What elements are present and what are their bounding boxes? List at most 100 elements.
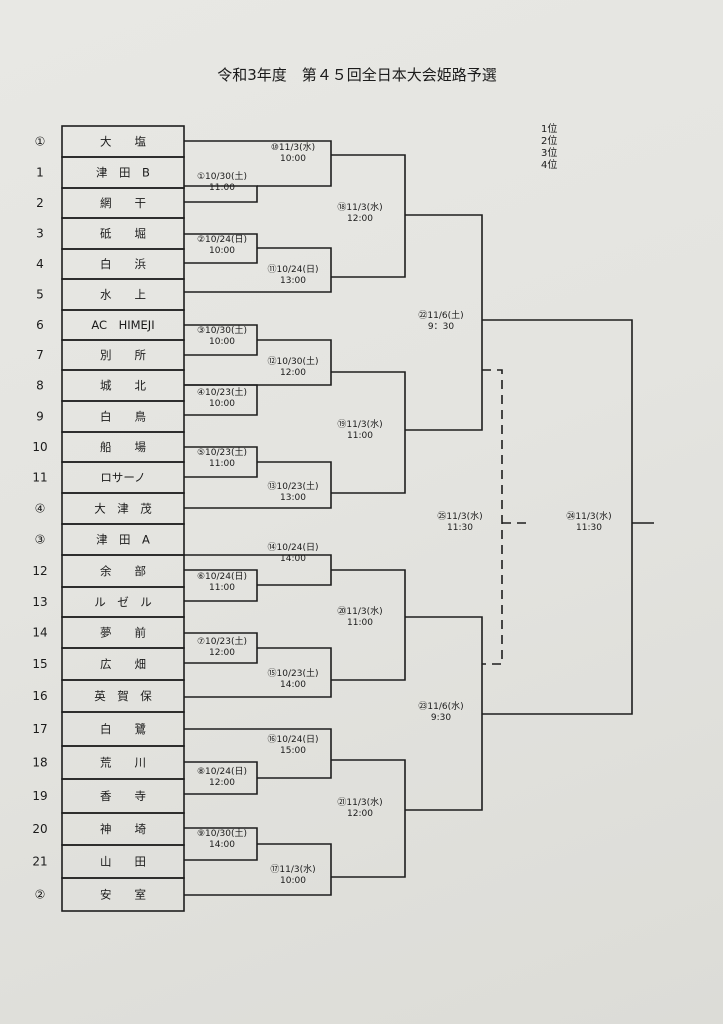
match-line-m24 — [482, 319, 633, 715]
team-seed: 20 — [32, 822, 47, 836]
team-seed: 9 — [36, 410, 44, 424]
team-name: 大 津 茂 — [94, 502, 152, 516]
team-name: 余 部 — [100, 564, 146, 578]
match-time-label: 15:00 — [280, 746, 306, 756]
match-date-label: ㉔11/3(水) — [566, 510, 611, 522]
team-name: 安 室 — [100, 888, 146, 902]
team-name: 船 場 — [100, 440, 146, 454]
match-line-m22 — [405, 214, 483, 431]
team-seed: 7 — [36, 348, 44, 362]
team-name: 白 浜 — [100, 257, 146, 271]
match-line-m13 — [184, 461, 332, 509]
page-title: 令和3年度 第４５回全日本大会姫路予選 — [217, 66, 497, 84]
match-time-label: 13:00 — [280, 493, 306, 503]
team-seed: ② — [35, 888, 46, 902]
match-date-label: ⑱11/3(水) — [337, 201, 382, 213]
team-seed: 13 — [32, 595, 47, 609]
match-date-label: ⑬10/23(土) — [268, 480, 319, 492]
match-time-label: 10:00 — [280, 876, 306, 886]
match-time-label: 9:30 — [431, 713, 451, 723]
rank-2: 2位 — [541, 136, 558, 147]
team-seed: 4 — [36, 257, 44, 271]
rank-3: 3位 — [541, 148, 558, 159]
team-name: 英 賀 保 — [94, 689, 152, 703]
team-name: 荒 川 — [100, 756, 146, 770]
team-name: 砥 堀 — [100, 227, 146, 241]
match-line-m10 — [184, 140, 332, 187]
team-seed: 14 — [32, 626, 47, 640]
match-line-m1 — [184, 185, 258, 203]
match-date-label: ⑮10/23(土) — [268, 667, 319, 679]
team-seed: 18 — [32, 756, 47, 770]
match-date-label: ㉕11/3(水) — [437, 510, 482, 522]
team-name: 津 田 B — [96, 166, 150, 180]
match-time-label: 14:00 — [280, 554, 306, 564]
team-seed: 21 — [32, 855, 47, 869]
match-time-label: 12:00 — [280, 368, 306, 378]
match-date-label: ㉒11/6(土) — [418, 309, 463, 321]
match-date-label: ⑰11/3(水) — [270, 863, 315, 875]
team-name: 津 田 A — [96, 533, 150, 547]
team-name: AC HIMEJI — [91, 318, 154, 332]
third-place-line — [482, 369, 503, 665]
match-time-label: 11:00 — [209, 583, 235, 593]
match-date-label: ⑯10/24(日) — [268, 734, 319, 745]
match-time-label: 11:30 — [447, 523, 473, 533]
team-name: 広 畑 — [100, 657, 146, 671]
match-time-label: 12:00 — [347, 809, 373, 819]
match-line-m20 — [331, 569, 406, 681]
match-time-label: 12:00 — [209, 648, 235, 658]
match-time-label: 14:00 — [280, 680, 306, 690]
rank-list: 1位 2位 3位 4位 — [541, 124, 557, 172]
match-labels: ①10/30(土)11:00②10/24(日)10:00③10/30(土)10:… — [197, 141, 612, 886]
match-date-label: ㉓11/6(水) — [418, 700, 463, 712]
team-name: 香 寺 — [100, 789, 146, 803]
match-date-label: ④10/23(土) — [197, 386, 247, 398]
match-date-label: ⑧10/24(日) — [197, 766, 247, 777]
match-date-label: ③10/30(土) — [197, 324, 247, 336]
team-seed: 12 — [32, 564, 47, 578]
team-name: 大 塩 — [100, 135, 146, 149]
team-seed: 16 — [32, 689, 47, 703]
team-seed: 11 — [32, 471, 47, 485]
team-name: ル ゼ ル — [94, 595, 152, 609]
team-seed: 1 — [36, 166, 44, 180]
team-seed: 6 — [36, 318, 44, 332]
rank-1: 1位 — [541, 124, 558, 135]
team-name: 山 田 — [100, 855, 146, 869]
team-seed: 15 — [32, 657, 47, 671]
match-date-label: ⑨10/30(土) — [197, 827, 247, 839]
match-date-label: ⑥10/24(日) — [197, 571, 247, 582]
match-time-label: 9：30 — [428, 322, 454, 332]
match-line-m17 — [184, 843, 332, 896]
match-time-label: 11:00 — [347, 618, 373, 628]
match-time-label: 10:00 — [209, 399, 235, 409]
team-seed: ④ — [35, 502, 46, 516]
team-seed: 2 — [36, 196, 44, 210]
match-line-m11 — [184, 247, 332, 293]
team-seed: ③ — [35, 533, 46, 547]
match-line-m18 — [331, 154, 406, 278]
match-date-label: ②10/24(日) — [197, 234, 247, 245]
team-name: 城 北 — [100, 379, 146, 393]
team-name: 水 上 — [100, 288, 146, 302]
team-seed: 19 — [32, 789, 47, 803]
rank-4: 4位 — [541, 160, 558, 171]
team-name: 網 干 — [100, 196, 146, 210]
match-date-label: ⑫10/30(土) — [268, 355, 319, 367]
team-seed: 3 — [36, 227, 44, 241]
match-time-label: 11:00 — [209, 183, 235, 193]
match-time-label: 12:00 — [209, 778, 235, 788]
match-date-label: ⑭10/24(日) — [268, 542, 319, 553]
team-seed: 8 — [36, 379, 44, 393]
match-time-label: 14:00 — [209, 840, 235, 850]
match-time-label: 10:00 — [209, 337, 235, 347]
match-time-label: 11:00 — [209, 459, 235, 469]
match-date-label: ⑳11/3(水) — [337, 605, 382, 617]
match-date-label: ㉑11/3(水) — [337, 796, 382, 808]
team-name: ロサーノ — [100, 471, 145, 485]
match-time-label: 12:00 — [347, 214, 373, 224]
